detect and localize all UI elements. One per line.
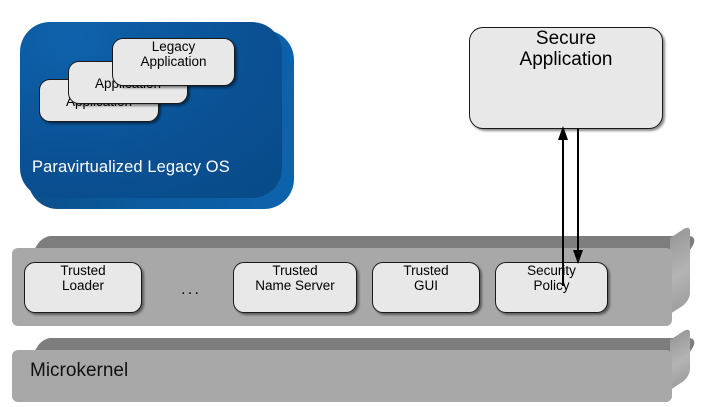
legacy-application-line2: Application [140,54,207,70]
microkernel-label: Microkernel [30,360,129,381]
legacy-application-line1: Legacy [151,39,196,54]
secure-application-box: Secure Application [469,27,663,129]
trusted-loader-line1: Trusted [60,263,106,278]
trusted-gui-line1: Trusted [403,263,449,278]
trusted-gui-box: Trusted GUI [372,262,480,313]
microkernel-slab [12,327,699,404]
security-policy-line2: Policy [533,278,570,294]
security-policy-line1: Security [527,263,576,278]
services-ellipsis: ... [180,279,202,298]
trusted-name-server-line2: Name Server [255,278,335,294]
microkernel-slab-face [12,350,672,402]
trusted-name-server-line1: Trusted [272,263,318,278]
secure-application-line2: Application [519,49,613,71]
legacy-os-label: Paravirtualized Legacy OS [32,158,230,176]
secure-application-line1: Secure [535,28,597,49]
trusted-name-server-box: Trusted Name Server [233,262,357,313]
microkernel-slab-right-bevel [670,327,690,390]
trusted-loader-line2: Loader [61,278,105,294]
trusted-gui-line2: GUI [413,278,438,294]
legacy-application-box-1: Legacy Application [112,38,235,86]
services-slab-right-bevel [670,225,690,314]
trusted-loader-box: Trusted Loader [24,262,142,313]
security-policy-box: Security Policy [495,262,608,313]
